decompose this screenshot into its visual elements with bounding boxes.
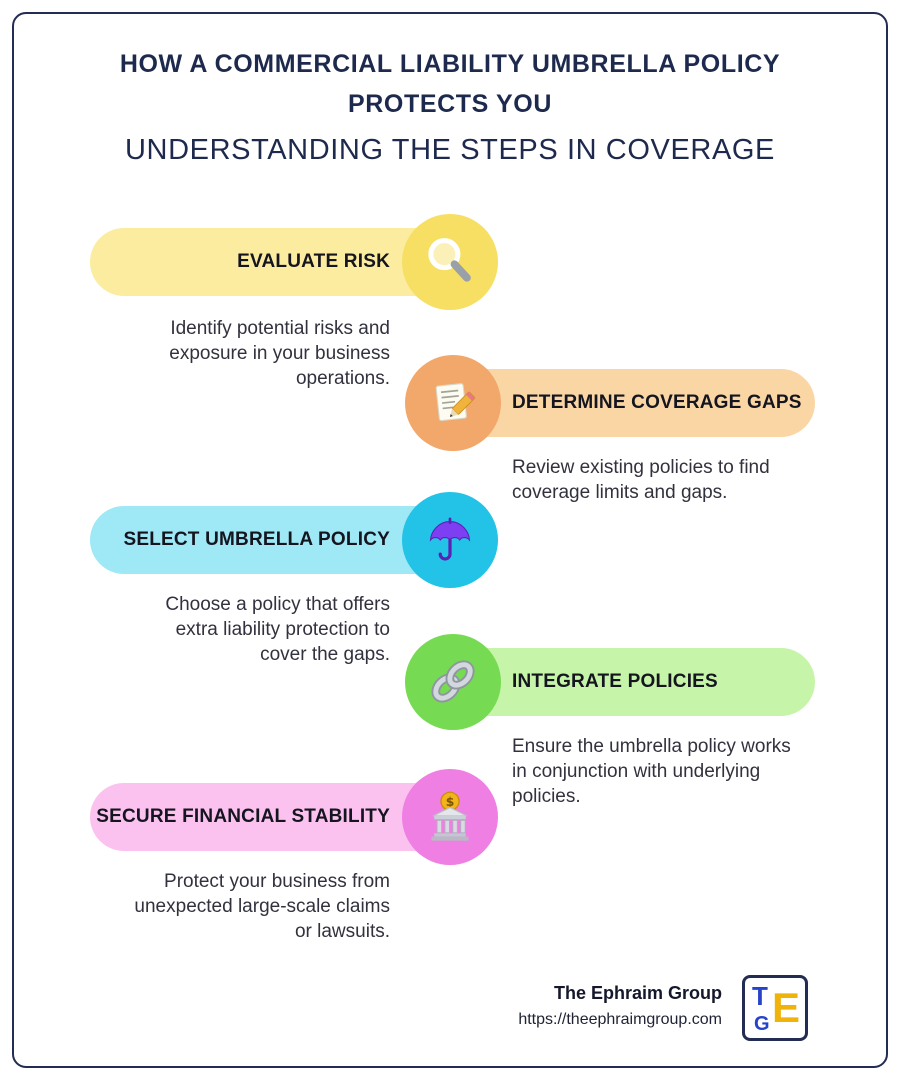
step-label: EVALUATE RISK: [237, 251, 390, 272]
step-circle-determine-gaps: [405, 355, 501, 451]
step-description: Review existing policies to find coverag…: [512, 457, 770, 503]
company-name: The Ephraim Group: [553, 983, 722, 1003]
footer: The Ephraim Group https://theephraimgrou…: [518, 983, 722, 1029]
page-title-line2: PROTECTS YOU: [348, 90, 552, 118]
step-label: DETERMINE COVERAGE GAPS: [512, 392, 802, 413]
step-label: INTEGRATE POLICIES: [512, 671, 718, 692]
website-link[interactable]: https://theephraimgroup.com: [518, 1011, 722, 1028]
step-circle-integrate-policies: [405, 634, 501, 730]
step-description: Protect your business from unexpected la…: [134, 871, 390, 942]
page-subtitle: UNDERSTANDING THE STEPS IN COVERAGE: [125, 134, 775, 166]
svg-text:$: $: [446, 795, 455, 809]
step-pill-determine-gaps: DETERMINE COVERAGE GAPS: [454, 369, 815, 437]
logo-letter-t: T: [752, 981, 768, 1011]
step-label: SECURE FINANCIAL STABILITY: [96, 806, 390, 827]
step-circle-secure-stability: $: [402, 769, 498, 865]
step-label: SELECT UMBRELLA POLICY: [123, 529, 390, 550]
chain-link-icon: [427, 656, 479, 708]
logo-letter-e: E: [771, 984, 800, 1031]
ephraim-group-logo: T E G: [742, 975, 808, 1041]
step-description: Identify potential risks and exposure in…: [169, 318, 390, 389]
umbrella-icon: [424, 514, 476, 566]
memo-pencil-icon: [427, 377, 479, 429]
magnifying-glass-icon: [423, 235, 477, 289]
logo-letter-g: G: [754, 1013, 770, 1035]
bank-icon: $: [423, 790, 477, 844]
step-description: Choose a policy that offers extra liabil…: [165, 594, 390, 665]
step-pill-integrate-policies: INTEGRATE POLICIES: [454, 648, 815, 716]
step-description: Ensure the umbrella policy works in conj…: [512, 736, 791, 807]
header: HOW A COMMERCIAL LIABILITY UMBRELLA POLI…: [14, 14, 886, 167]
step-circle-select-umbrella: [402, 492, 498, 588]
step-circle-evaluate-risk: [402, 214, 498, 310]
page-title-line1: HOW A COMMERCIAL LIABILITY UMBRELLA POLI…: [119, 50, 781, 78]
infographic-page: HOW A COMMERCIAL LIABILITY UMBRELLA POLI…: [12, 12, 888, 1068]
